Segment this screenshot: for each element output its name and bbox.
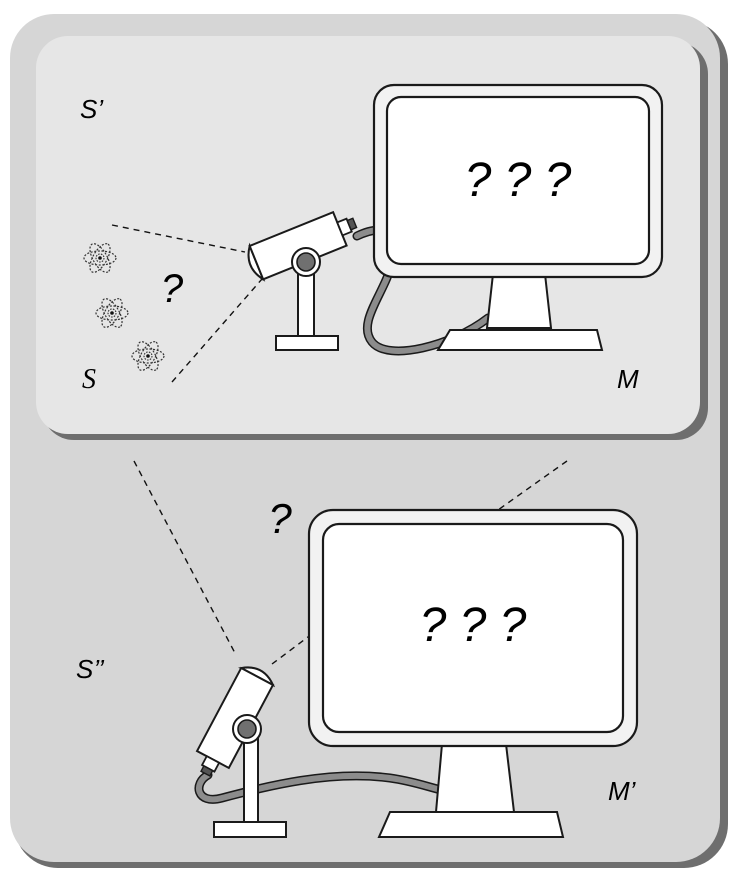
label-m-prime: M’ [608, 776, 637, 806]
inner-question-mark: ? [161, 267, 184, 311]
label-s: S [82, 364, 96, 395]
inner-screen-text: ? ? ? [465, 154, 572, 207]
outer-question-mark: ? [268, 495, 292, 542]
outer-screen-text: ? ? ? [420, 599, 527, 652]
label-s-double-prime: S’’ [76, 654, 105, 684]
label-m: M [617, 364, 639, 394]
label-s-prime: S’ [80, 94, 104, 124]
